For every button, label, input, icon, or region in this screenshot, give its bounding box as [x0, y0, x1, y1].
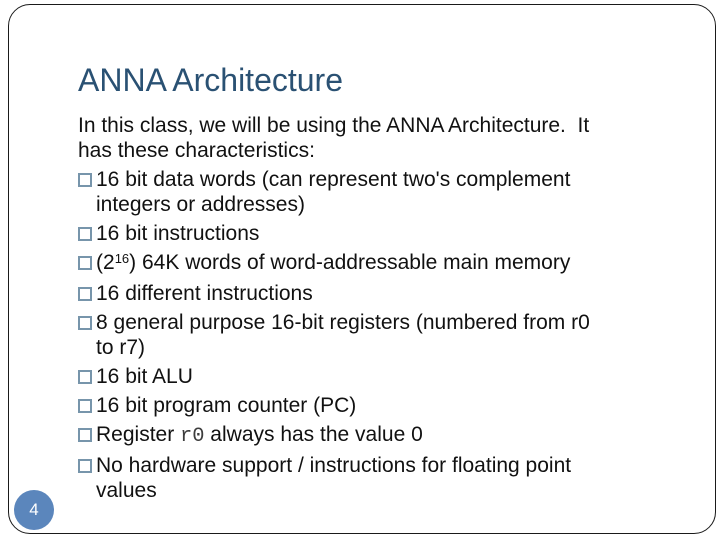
bullet-square-icon — [78, 428, 92, 442]
bullet-text: Register — [96, 423, 181, 446]
slide-title: ANNA Architecture — [78, 62, 343, 98]
bullet-item: (216) 64K words of word-addressable main… — [78, 250, 698, 277]
bullet-item: 16 bit instructions — [78, 221, 698, 246]
bullet-text: No hardware support / instructions for f… — [96, 454, 572, 477]
bullet-item: 16 bit program counter (PC) — [78, 393, 698, 418]
bullet-text: 16 bit data words (can represent two's c… — [96, 168, 571, 191]
bullet-line: 16 different instructions — [96, 281, 698, 306]
bullet-square-icon — [78, 256, 92, 270]
bullet-item: 16 bit data words (can represent two's c… — [78, 167, 698, 217]
bullet-text: 16 bit ALU — [96, 365, 193, 388]
bullet-line: 16 bit program counter (PC) — [96, 393, 698, 418]
bullet-square-icon — [78, 370, 92, 384]
bullet-lines: Register r0 always has the value 0 — [96, 422, 698, 449]
bullet-line: 8 general purpose 16-bit registers (numb… — [96, 310, 698, 335]
bullet-square-icon — [78, 316, 92, 330]
page-number-badge: 4 — [14, 490, 54, 530]
bullet-lines: 16 bit ALU — [96, 364, 698, 389]
slide-frame — [8, 4, 716, 534]
bullet-line: integers or addresses) — [96, 192, 698, 217]
bullet-text: ) 64K words of word-addressable main mem… — [129, 251, 571, 274]
bullet-text: values — [96, 479, 157, 502]
bullet-square-icon — [78, 399, 92, 413]
bullet-square-icon — [78, 227, 92, 241]
bullet-text: always has the value 0 — [204, 423, 423, 446]
bullet-item: 16 different instructions — [78, 281, 698, 306]
bullet-line: 16 bit instructions — [96, 221, 698, 246]
superscript-text: 16 — [114, 251, 130, 267]
bullet-line: (216) 64K words of word-addressable main… — [96, 250, 698, 277]
bullet-text: 16 bit instructions — [96, 222, 260, 245]
bullet-square-icon — [78, 173, 92, 187]
bullet-text: (2 — [96, 251, 115, 274]
bullet-line: 16 bit ALU — [96, 364, 698, 389]
bullet-lines: No hardware support / instructions for f… — [96, 453, 698, 503]
bullet-item: 16 bit ALU — [78, 364, 698, 389]
body-text: In this class, we will be using the ANNA… — [78, 113, 698, 503]
bullet-text: to r7) — [96, 336, 146, 359]
bullet-lines: 16 bit data words (can represent two's c… — [96, 167, 698, 217]
bullet-item: No hardware support / instructions for f… — [78, 453, 698, 503]
bullet-line: 16 bit data words (can represent two's c… — [96, 167, 698, 192]
register-code-text: r0 — [180, 425, 205, 448]
bullet-text: 16 different instructions — [96, 282, 313, 305]
bullet-lines: 16 different instructions — [96, 281, 698, 306]
bullet-lines: 8 general purpose 16-bit registers (numb… — [96, 310, 698, 360]
intro-line: In this class, we will be using the ANNA… — [78, 114, 590, 137]
bullet-text: 16 bit program counter (PC) — [96, 394, 357, 417]
bullet-lines: 16 bit instructions — [96, 221, 698, 246]
bullet-item: 8 general purpose 16-bit registers (numb… — [78, 310, 698, 360]
bullet-line: Register r0 always has the value 0 — [96, 422, 698, 449]
bullet-line: No hardware support / instructions for f… — [96, 453, 698, 478]
bullet-square-icon — [78, 459, 92, 473]
bullet-text: integers or addresses) — [96, 193, 305, 216]
bullet-item: Register r0 always has the value 0 — [78, 422, 698, 449]
intro-line: has these characteristics: — [78, 139, 315, 162]
bullet-lines: 16 bit program counter (PC) — [96, 393, 698, 418]
bullet-line: values — [96, 478, 698, 503]
bullet-square-icon — [78, 287, 92, 301]
bullet-text: 8 general purpose 16-bit registers (numb… — [96, 311, 590, 334]
bullet-lines: (216) 64K words of word-addressable main… — [96, 250, 698, 277]
bullet-line: to r7) — [96, 335, 698, 360]
